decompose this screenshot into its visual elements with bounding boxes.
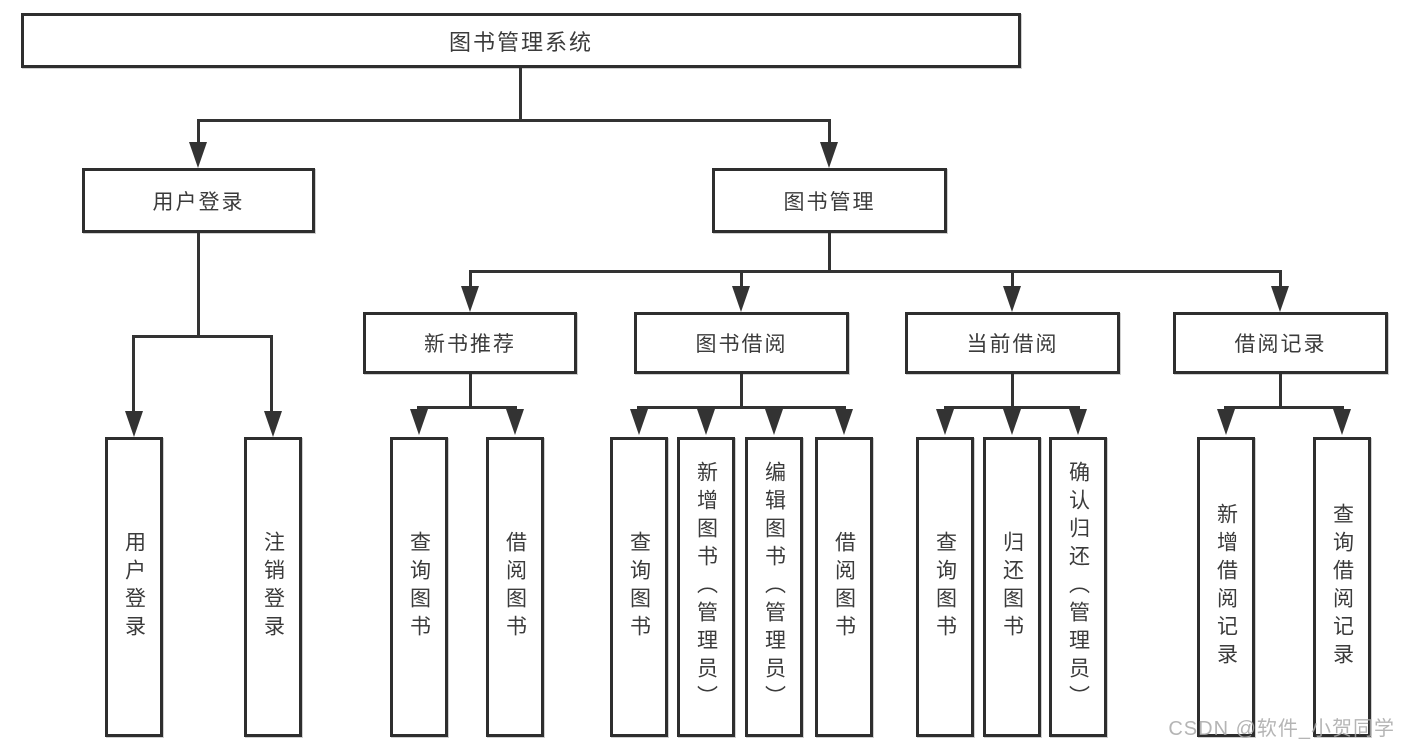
arrowhead-icon — [630, 409, 648, 435]
leaf-logout: 注销登录 — [244, 437, 302, 737]
node-label: 确认归还（管理员） — [1066, 461, 1090, 713]
node-label: 新书推荐 — [424, 333, 516, 356]
node-label: 借阅图书 — [503, 531, 527, 643]
connector-book-mgmt-rail — [469, 270, 1282, 273]
leaf-confirm-return-admin: 确认归还（管理员） — [1049, 437, 1107, 737]
node-library-management-system: 图书管理系统 — [21, 13, 1021, 68]
connector-drop-logout-leaf — [270, 335, 273, 415]
node-label: 当前借阅 — [966, 333, 1059, 356]
connector-user-login-stub — [197, 233, 200, 337]
node-label: 图书管理 — [783, 190, 876, 214]
arrowhead-icon — [820, 142, 838, 168]
connector-book-borrow-stub — [740, 374, 743, 408]
node-book-management: 图书管理 — [712, 168, 947, 233]
arrowhead-icon — [1333, 409, 1351, 435]
leaf-borrow-books: 借阅图书 — [815, 437, 873, 737]
connector-drop-current-borrow — [1011, 270, 1014, 292]
connector-root-stub — [519, 68, 522, 122]
arrowhead-icon — [410, 409, 428, 435]
arrowhead-icon — [835, 409, 853, 435]
leaf-query-books-current: 查询图书 — [916, 437, 974, 737]
node-label: 用户登录 — [122, 531, 146, 643]
connector-drop-borrow-record — [1279, 270, 1282, 292]
csdn-watermark: CSDN @软件_小贺同学 — [1168, 718, 1395, 740]
leaf-return-books: 归还图书 — [983, 437, 1041, 737]
node-user-login: 用户登录 — [82, 168, 315, 233]
connector-current-borrow-stub — [1011, 374, 1014, 408]
arrowhead-icon — [506, 409, 524, 435]
connector-drop-book-borrow — [740, 270, 743, 292]
connector-drop-new-book — [469, 270, 472, 292]
node-label: 归还图书 — [1000, 531, 1024, 643]
arrowhead-icon — [697, 409, 715, 435]
leaf-query-borrow-record: 查询借阅记录 — [1313, 437, 1371, 737]
leaf-add-books-admin: 新增图书（管理员） — [677, 437, 735, 737]
arrowhead-icon — [1003, 286, 1021, 312]
leaf-borrow-books-recommend: 借阅图书 — [486, 437, 544, 737]
arrowhead-icon — [936, 409, 954, 435]
arrowhead-icon — [732, 286, 750, 312]
node-label: 查询借阅记录 — [1330, 503, 1354, 671]
node-borrowing-records: 借阅记录 — [1173, 312, 1388, 374]
arrowhead-icon — [264, 411, 282, 437]
connector-current-borrow-rail — [944, 406, 1080, 409]
node-label: 图书借阅 — [695, 333, 788, 356]
arrowhead-icon — [189, 142, 207, 168]
leaf-query-books-recommend: 查询图书 — [390, 437, 448, 737]
node-current-borrowing: 当前借阅 — [905, 312, 1120, 374]
connector-user-login-rail — [132, 335, 273, 338]
node-book-borrowing: 图书借阅 — [634, 312, 849, 374]
node-label: 注销登录 — [261, 531, 285, 643]
node-label: 借阅图书 — [832, 531, 856, 643]
node-label: 新增图书（管理员） — [694, 461, 718, 713]
connector-new-book-rail — [417, 406, 517, 409]
arrowhead-icon — [765, 409, 783, 435]
connector-drop-book-management — [828, 119, 831, 147]
connector-drop-login-leaf — [132, 335, 135, 415]
node-label: 用户登录 — [152, 190, 245, 214]
connector-drop-user-login — [197, 119, 200, 147]
node-label: 借阅记录 — [1234, 333, 1327, 356]
node-label: 查询图书 — [627, 531, 651, 643]
leaf-add-borrow-record: 新增借阅记录 — [1197, 437, 1255, 737]
connector-book-mgmt-stub — [828, 233, 831, 273]
leaf-user-login: 用户登录 — [105, 437, 163, 737]
connector-book-borrow-rail — [637, 406, 846, 409]
connector-root-rail — [197, 119, 831, 122]
node-label: 查询图书 — [933, 531, 957, 643]
arrowhead-icon — [1003, 409, 1021, 435]
connector-borrow-record-stub — [1279, 374, 1282, 408]
node-label: 新增借阅记录 — [1214, 503, 1238, 671]
connector-borrow-record-rail — [1224, 406, 1344, 409]
node-label: 编辑图书（管理员） — [762, 461, 786, 713]
node-label: 查询图书 — [407, 531, 431, 643]
arrowhead-icon — [1217, 409, 1235, 435]
leaf-query-books-borrowing: 查询图书 — [610, 437, 668, 737]
leaf-edit-books-admin: 编辑图书（管理员） — [745, 437, 803, 737]
arrowhead-icon — [125, 411, 143, 437]
arrowhead-icon — [1069, 409, 1087, 435]
connector-new-book-stub — [469, 374, 472, 408]
node-label: 图书管理系统 — [448, 29, 593, 55]
arrowhead-icon — [461, 286, 479, 312]
arrowhead-icon — [1271, 286, 1289, 312]
node-new-book-recommendation: 新书推荐 — [363, 312, 577, 374]
